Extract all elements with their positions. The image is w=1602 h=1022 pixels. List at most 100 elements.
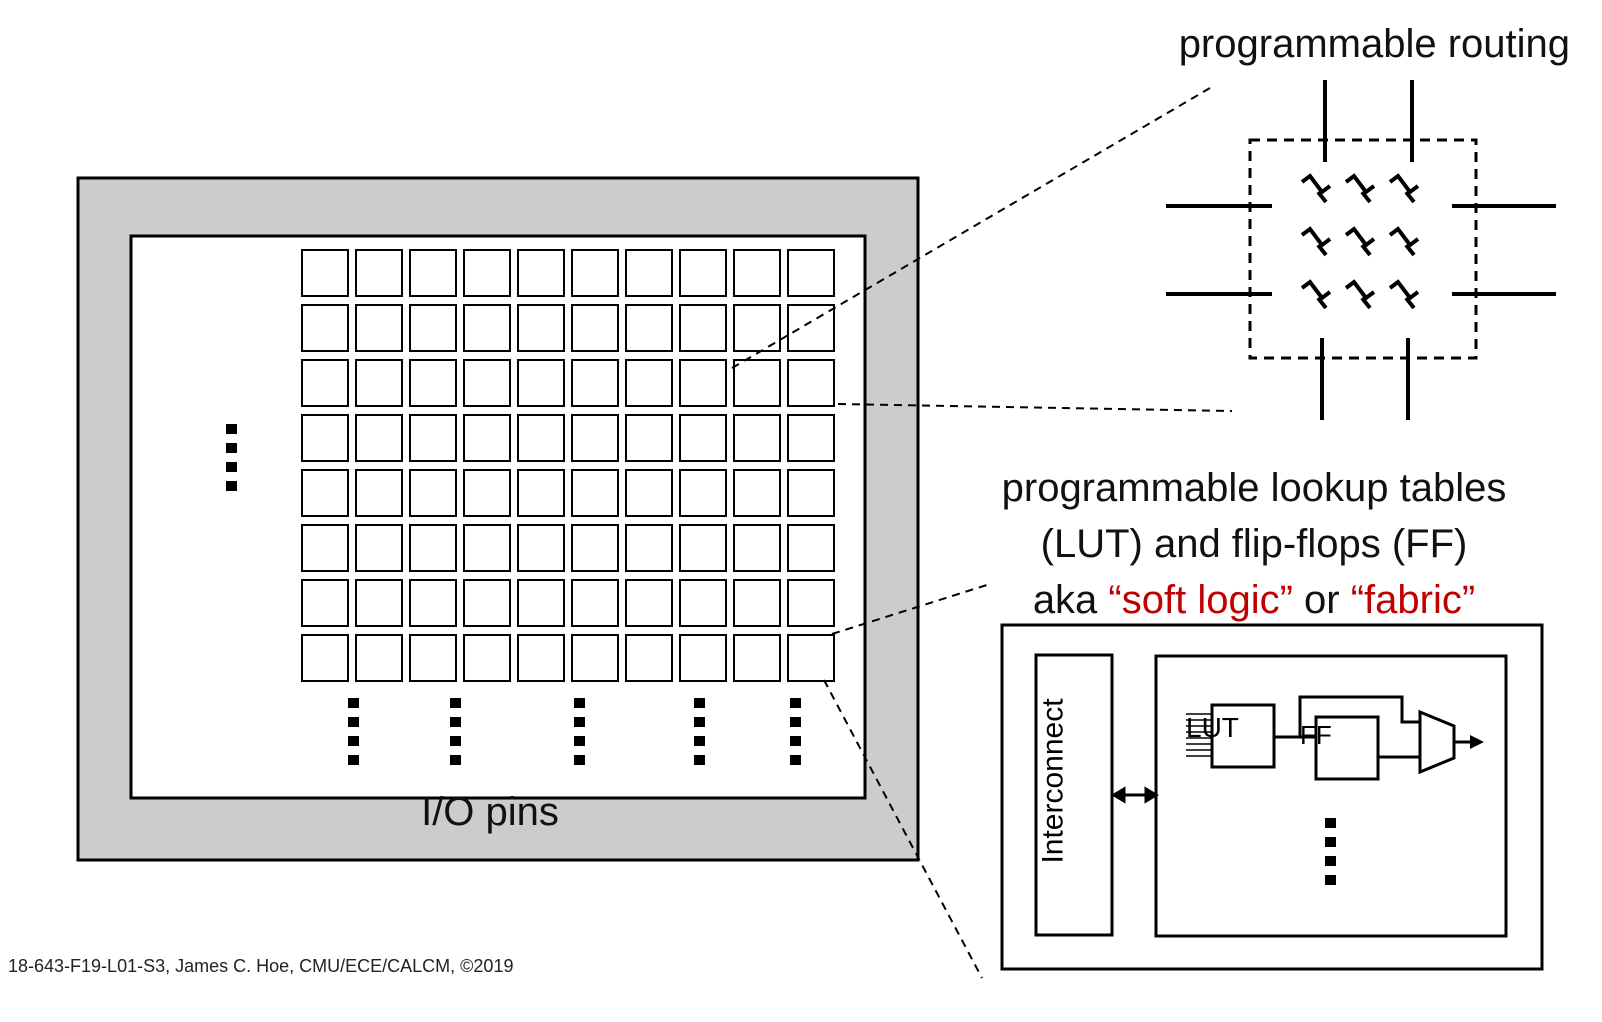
logic-block [733, 579, 781, 627]
logic-block [463, 249, 511, 297]
logic-ellipsis [1325, 818, 1336, 885]
logic-block [517, 524, 565, 572]
programmable-switches [1300, 173, 1420, 310]
logic-block [409, 634, 457, 682]
logic-block [733, 524, 781, 572]
logic-block [409, 414, 457, 462]
logic-block [301, 524, 349, 572]
logic-block [355, 524, 403, 572]
lut-caption-line3: aka “soft logic” or “fabric” [960, 572, 1548, 628]
logic-block [355, 579, 403, 627]
logic-block [517, 249, 565, 297]
logic-block [409, 469, 457, 517]
lut-caption-line2: (LUT) and flip-flops (FF) [1040, 522, 1468, 566]
routing-wires [1166, 80, 1556, 420]
logic-block [679, 359, 727, 407]
logic-block [787, 579, 835, 627]
logic-block [679, 249, 727, 297]
lut-caption: programmable lookup tables (LUT) and fli… [960, 460, 1548, 628]
programmable-switch [1344, 279, 1376, 310]
logic-block [301, 359, 349, 407]
slide-footer: 18-643-F19-L01-S3, James C. Hoe, CMU/ECE… [8, 956, 514, 976]
logic-block [625, 469, 673, 517]
logic-block [787, 634, 835, 682]
logic-block [733, 414, 781, 462]
routing-title: programmable routing [1178, 22, 1570, 66]
logic-block [409, 579, 457, 627]
bidirectional-arrow [1111, 786, 1159, 804]
logic-block [301, 304, 349, 352]
soft-logic-text: “soft logic” [1108, 578, 1293, 622]
programmable-switch [1300, 173, 1332, 204]
logic-block [625, 249, 673, 297]
programmable-switch [1344, 226, 1376, 257]
io-pins-label: I/O pins [421, 790, 559, 834]
logic-block [679, 304, 727, 352]
logic-block [733, 359, 781, 407]
programmable-switch [1344, 173, 1376, 204]
logic-block [355, 469, 403, 517]
logic-block [787, 249, 835, 297]
logic-block [571, 304, 619, 352]
programmable-switch [1388, 226, 1420, 257]
logic-block [355, 304, 403, 352]
logic-block [787, 524, 835, 572]
logic-block [355, 634, 403, 682]
programmable-switch [1300, 226, 1332, 257]
logic-block [787, 304, 835, 352]
cell-wiring [1274, 695, 1472, 759]
logic-block [733, 634, 781, 682]
lut-caption-line1: programmable lookup tables [1001, 466, 1507, 510]
or-text: or [1292, 578, 1351, 622]
logic-block [679, 634, 727, 682]
logic-block [679, 524, 727, 572]
logic-block [517, 579, 565, 627]
lut-label: LUT [1186, 712, 1239, 743]
logic-block [463, 524, 511, 572]
logic-block [787, 414, 835, 462]
logic-block [571, 634, 619, 682]
logic-block [571, 249, 619, 297]
logic-block [463, 469, 511, 517]
lut-inputs [1186, 713, 1212, 757]
interconnect-label-wrap: Interconnect [1016, 645, 1092, 917]
left-ellipsis [226, 424, 237, 491]
logic-callout-lower [823, 679, 983, 979]
routing-callout-lower [837, 403, 1233, 412]
logic-block [463, 304, 511, 352]
logic-block [409, 304, 457, 352]
logic-block [409, 249, 457, 297]
routing-switch-box [1166, 80, 1556, 420]
logic-block [679, 579, 727, 627]
logic-block [571, 359, 619, 407]
logic-block [463, 634, 511, 682]
logic-block [301, 634, 349, 682]
logic-block [301, 469, 349, 517]
logic-block [517, 414, 565, 462]
logic-block [463, 359, 511, 407]
logic-block [625, 414, 673, 462]
programmable-switch [1388, 173, 1420, 204]
continuation-dots [226, 424, 1336, 885]
mux [1418, 709, 1456, 775]
logic-block [355, 414, 403, 462]
logic-block [463, 414, 511, 462]
logic-block [463, 579, 511, 627]
logic-block [733, 469, 781, 517]
logic-block [733, 304, 781, 352]
programmable-switch [1388, 279, 1420, 310]
callout-lines [731, 87, 1233, 979]
logic-block [571, 414, 619, 462]
logic-block [679, 414, 727, 462]
logic-block [571, 524, 619, 572]
logic-block [625, 634, 673, 682]
logic-cell-outline [1000, 623, 1544, 971]
logic-block [301, 249, 349, 297]
fabric-text: “fabric” [1350, 578, 1476, 622]
aka-text: aka [1032, 578, 1109, 622]
programmable-switch [1300, 279, 1332, 310]
interconnect-label: Interconnect [1037, 698, 1071, 864]
output-arrowhead [1470, 735, 1484, 749]
logic-block [517, 359, 565, 407]
